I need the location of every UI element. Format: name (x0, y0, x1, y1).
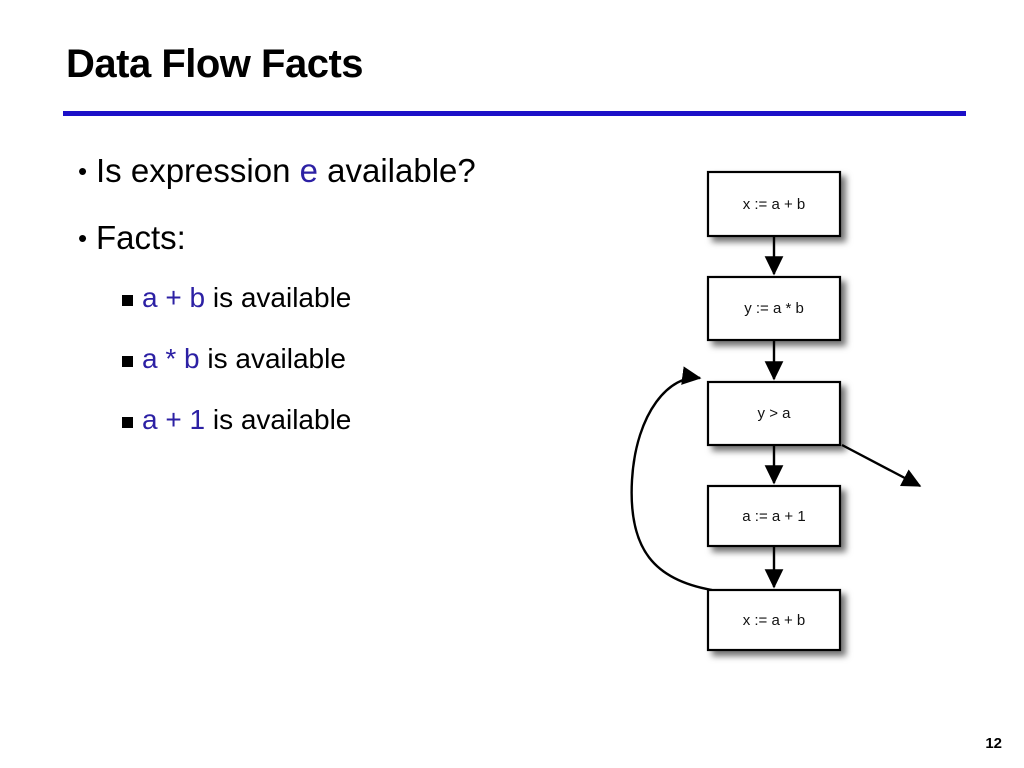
control-flow-graph: x := a + b y := a * b y > a a := a + 1 x… (620, 150, 960, 680)
sub-bullet-suffix: is available (205, 404, 352, 435)
bullet-item-facts: • Facts: (78, 221, 186, 254)
sub-bullet-expression: a + b (142, 282, 206, 313)
cfg-edge-back (630, 366, 713, 592)
cfg-node-n5[interactable]: x := a + b (706, 588, 842, 652)
cfg-node-box[interactable] (706, 588, 842, 652)
bullet-prefix: Facts: (96, 219, 186, 256)
square-bullet-icon (122, 417, 133, 428)
bullet-expression: e (299, 152, 318, 189)
sub-bullet-item: a * b is available (122, 345, 346, 373)
round-bullet-icon: • (78, 156, 88, 186)
sub-bullet-item: a + 1 is available (122, 406, 351, 434)
title-underline-rule (63, 111, 966, 116)
sub-bullet-suffix: is available (199, 343, 346, 374)
cfg-node-label: x := a + b (743, 612, 806, 629)
cfg-edge-exit (841, 443, 922, 488)
page-title: Data Flow Facts (66, 42, 364, 86)
round-bullet-icon: • (78, 223, 88, 253)
cfg-node-box[interactable] (706, 275, 842, 342)
sub-bullet-expression: a + 1 (142, 404, 206, 435)
cfg-node-label: y > a (758, 405, 792, 422)
cfg-node-box[interactable] (706, 484, 842, 548)
page-number: 12 (985, 735, 1002, 752)
sub-bullet-expression: a * b (142, 343, 200, 374)
sub-bullet-item: a + b is available (122, 284, 351, 312)
cfg-node-label: y := a * b (744, 300, 804, 317)
cfg-node-box[interactable] (706, 380, 842, 447)
cfg-node-label: a := a + 1 (742, 508, 805, 525)
cfg-node-n4[interactable]: a := a + 1 (706, 484, 842, 548)
bullet-suffix: available? (317, 152, 476, 189)
bullet-item-expression: • Is expression e available? (78, 154, 476, 187)
square-bullet-icon (122, 295, 133, 306)
cfg-node-box[interactable] (706, 170, 842, 238)
sub-bullet-suffix: is available (205, 282, 352, 313)
bullet-prefix: Is expression (96, 152, 300, 189)
cfg-node-n3[interactable]: y > a (706, 380, 842, 447)
cfg-node-label: x := a + b (743, 196, 806, 213)
cfg-node-n1[interactable]: x := a + b (706, 170, 842, 238)
square-bullet-icon (122, 356, 133, 367)
cfg-node-n2[interactable]: y := a * b (706, 275, 842, 342)
